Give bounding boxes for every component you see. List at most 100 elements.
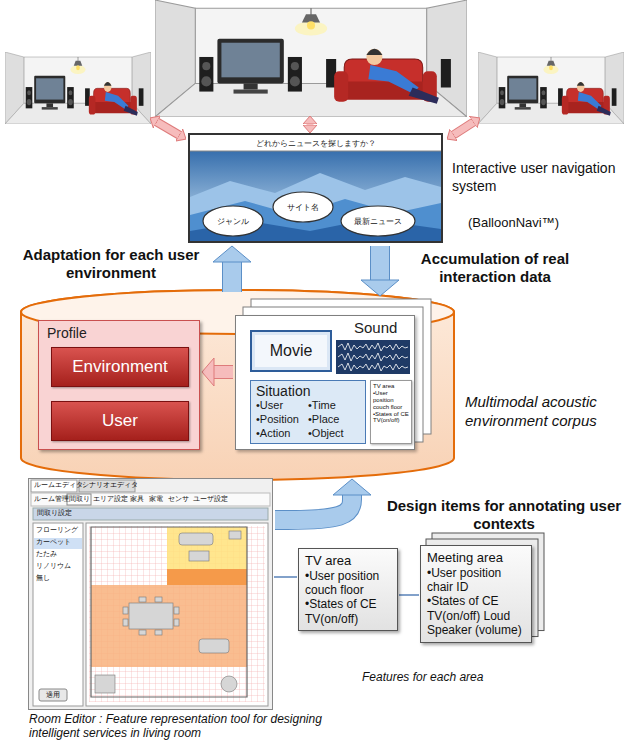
menu-balloon: サイト名 bbox=[272, 191, 334, 223]
annotation-label: Features for each area bbox=[362, 670, 483, 684]
flow-arrow-part bbox=[214, 366, 233, 378]
leader-line bbox=[399, 595, 419, 596]
waveform-part-part bbox=[338, 353, 408, 361]
room-illustrations-part bbox=[155, 0, 467, 117]
screen-panel: どれからニュースを探しますか？ ジャンル サイト名最新ニュース bbox=[188, 133, 443, 243]
annotation-label: Interactive user navigation system bbox=[452, 160, 622, 195]
screen-art-part bbox=[190, 173, 441, 241]
editor-screenshot-art-part-part bbox=[155, 630, 162, 635]
editor-screenshot-art-part bbox=[91, 527, 247, 697]
cylinder-outline-part bbox=[21, 290, 454, 480]
editor-screenshot-art-part-part bbox=[155, 597, 162, 602]
situation-box: Situation•User•Time•Position•Place•Actio… bbox=[250, 380, 366, 444]
node-text: •User position couch floor bbox=[305, 569, 391, 598]
editor-screenshot-art-part-part bbox=[199, 639, 229, 653]
leader-line bbox=[274, 577, 297, 578]
editor-screenshot-art-part-part bbox=[229, 531, 241, 539]
room-arrows-part bbox=[454, 122, 473, 134]
node-text: •Object bbox=[308, 427, 360, 441]
room-arrows-part bbox=[454, 122, 473, 134]
editor-screenshot-art-part-part bbox=[174, 619, 179, 626]
menu-balloon: 最新ニュース bbox=[340, 205, 416, 237]
node-title: Situation bbox=[256, 383, 360, 399]
editor-screenshot-art-part-part bbox=[123, 619, 128, 626]
editor-screenshot-art-part bbox=[89, 526, 265, 702]
editor-screenshot-art-part bbox=[167, 527, 247, 571]
node-title: User bbox=[102, 411, 138, 431]
leader-line-part bbox=[274, 576, 297, 577]
editor-screenshot-art-part bbox=[91, 585, 247, 667]
room-illustrations-part bbox=[478, 52, 624, 124]
ui-label: リノリウム bbox=[36, 563, 71, 570]
editor-screenshot-art-part bbox=[67, 494, 91, 505]
node-text: •Place bbox=[308, 413, 360, 427]
screen-art-part bbox=[190, 135, 441, 241]
ui-label: たたみ bbox=[36, 551, 57, 558]
flow-arrow bbox=[361, 246, 399, 296]
balloon-outline-part bbox=[273, 192, 333, 222]
ui-label: センサ bbox=[168, 496, 189, 503]
editor-screenshot-art-part-part bbox=[179, 533, 213, 545]
editor-screenshot-art-part-part bbox=[139, 597, 146, 602]
ui-label: ルーム管理 bbox=[34, 496, 69, 503]
waveform-part bbox=[338, 343, 408, 371]
edge-label: Accumulation of real interaction data bbox=[400, 250, 590, 286]
editor-screenshot-art-part bbox=[95, 531, 241, 693]
node-text: •User position chair ID bbox=[427, 566, 525, 595]
editor-screenshot-art-part-part bbox=[189, 551, 209, 561]
room-arrows-part bbox=[307, 124, 314, 125]
area-card: TV area•User position couch floor•States… bbox=[370, 380, 412, 444]
editor-screenshot-art-part-part bbox=[221, 676, 237, 692]
editor-screenshot-art-part-part bbox=[123, 607, 128, 614]
waveform-part-part bbox=[338, 363, 408, 371]
room-arrows-part bbox=[157, 122, 179, 135]
ui-label: 間取り bbox=[69, 496, 90, 503]
node-title: Movie bbox=[270, 342, 313, 360]
editor-screenshot-art-part-part bbox=[95, 675, 115, 693]
room-illustrations-part bbox=[5, 52, 151, 124]
node-title: ジャンル bbox=[217, 216, 249, 227]
editor-screenshot-art-part bbox=[33, 523, 83, 706]
node-text: •Position bbox=[256, 413, 308, 427]
node-title: TV area bbox=[373, 383, 409, 390]
node-title: Environment bbox=[72, 357, 167, 377]
menu-balloon: ジャンル bbox=[202, 205, 264, 237]
node-text: •States of CE TV(on/off) bbox=[305, 597, 391, 626]
flow-arrow-part bbox=[333, 479, 371, 495]
room-editor-screenshot: Room Editor : Feature representation too… bbox=[28, 478, 273, 710]
node-title: 最新ニュース bbox=[354, 216, 402, 227]
screen-art-part bbox=[190, 151, 441, 152]
ui-label: 家具 bbox=[130, 496, 144, 503]
flow-arrow-part bbox=[214, 365, 233, 379]
annotation-label: (BalloonNavi™) bbox=[468, 215, 559, 230]
node-title: どれからニュースを探しますか？ bbox=[190, 138, 441, 149]
node-title: Sound bbox=[354, 319, 397, 336]
node-text: •User position couch floor bbox=[373, 390, 409, 411]
profile-item: Environment bbox=[51, 347, 189, 387]
ui-label: フローリング bbox=[36, 527, 78, 534]
ui-label: エリア設定 bbox=[93, 496, 128, 503]
data-card: SoundMovieSituation•User•Time•Position•P… bbox=[235, 315, 415, 450]
editor-screenshot-art-part-part bbox=[174, 607, 179, 614]
waveform-part bbox=[336, 340, 410, 374]
node-title: サイト名 bbox=[287, 202, 319, 213]
node-title: Meeting area bbox=[427, 550, 525, 566]
editor-screenshot-art-part bbox=[39, 689, 67, 701]
edge-label: Design items for annotating user context… bbox=[386, 497, 622, 533]
flow-arrow-part bbox=[275, 495, 352, 520]
room-arrows-part bbox=[157, 122, 179, 135]
balloon-outline-part bbox=[341, 206, 415, 236]
node-text: •States of CE TV(on/off) bbox=[373, 411, 409, 425]
profile-box: ProfileEnvironmentUser bbox=[38, 320, 200, 450]
editor-screenshot-art-part bbox=[31, 493, 270, 506]
screen-art-part bbox=[190, 135, 441, 151]
ui-label: 無し bbox=[36, 575, 50, 582]
ui-label: ユーザ設定 bbox=[193, 496, 228, 503]
ui-label: 家電 bbox=[149, 496, 163, 503]
flow-arrow bbox=[213, 246, 251, 292]
flow-arrow-part bbox=[223, 262, 241, 292]
edge-label: Adaptation for each user environment bbox=[6, 246, 216, 282]
balloon-outline-part bbox=[203, 206, 263, 236]
node-title: Profile bbox=[47, 325, 87, 341]
